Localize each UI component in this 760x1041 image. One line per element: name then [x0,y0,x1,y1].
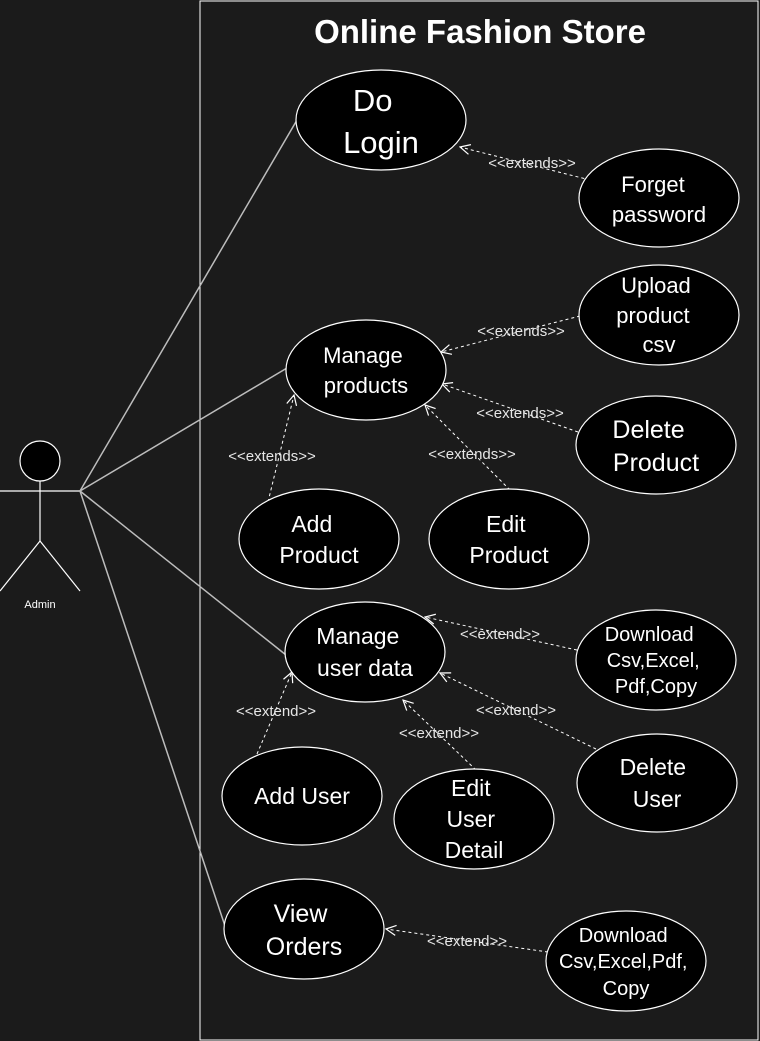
use-case-add-product[interactable] [238,488,400,590]
use-case-manage-products[interactable] [285,319,447,421]
use-case-add-user[interactable] [221,746,383,846]
use-case-view-orders[interactable] [223,878,385,980]
label-extends-add-product: <<extends>> [228,448,316,465]
use-case-edit-product[interactable] [428,488,590,590]
use-case-label-manage-products: Manage products [323,343,409,398]
use-case-label-view-orders: View Orders [266,900,342,961]
extend-arrow-add-user [256,672,292,755]
extend-arrow-add-product [267,395,294,503]
use-case-label-edit-user-detail: Edit User Detail [445,775,504,863]
label-extend-download-orders: <<extend>> [427,933,507,950]
label-extend-edit-user: <<extend>> [399,725,479,742]
association-view-orders [79,490,227,930]
extend-arrow-delete-product [442,384,579,433]
use-case-label-edit-product: Edit Product [469,511,549,568]
use-case-label-delete-product: Delete Product [612,416,699,477]
extend-arrow-download-user-data [425,617,578,651]
association-do-login [79,119,298,492]
actor-label: Admin [24,599,55,611]
use-case-download-user-data[interactable] [575,609,737,711]
label-extends-delete-product: <<extends>> [476,405,564,422]
label-extends-upload: <<extends>> [477,323,565,340]
use-case-label-download-orders: Download Csv,Excel,Pdf, Copy [559,925,693,1000]
use-case-label-upload-product-csv: Upload product csv [616,273,697,357]
use-case-manage-user-data[interactable] [284,601,446,703]
use-case-label-download-user-data: Download Csv,Excel, Pdf,Copy [605,624,706,698]
use-case-download-orders[interactable] [545,910,707,1012]
extend-arrow-delete-user [440,673,597,750]
label-extends-forget: <<extends>> [488,155,576,172]
extend-arrow-forget-password [460,147,591,181]
system-title: Online Fashion Store [314,13,646,50]
use-case-label-do-login: Do Login [343,83,419,160]
actor-right-leg [39,540,81,592]
association-manage-user-data [79,490,287,656]
use-case-upload-product-csv[interactable] [578,264,740,366]
extend-arrow-edit-user-detail [403,700,477,771]
use-case-label-forget-password: Forget password [612,172,706,227]
use-case-label-manage-user-data: Manage user data [316,623,413,681]
actor-left-leg [0,540,41,592]
use-case-delete-user[interactable] [576,733,738,833]
use-case-label-add-product: Add Product [279,511,359,568]
use-case-label-add-user: Add User [254,783,350,809]
use-case-do-login[interactable] [295,69,467,171]
association-manage-products [79,367,288,492]
actor-head [19,440,61,482]
label-extend-delete-user: <<extend>> [476,702,556,719]
actor-admin[interactable]: Admin [0,440,81,611]
use-case-edit-user-detail[interactable] [393,768,555,870]
use-case-delete-product[interactable] [575,395,737,495]
label-extend-download-user: <<extend>> [460,626,540,643]
use-case-label-delete-user: Delete User [620,754,693,812]
use-case-forget-password[interactable] [578,148,740,248]
label-extend-add-user: <<extend>> [236,703,316,720]
label-extends-edit-product: <<extends>> [428,446,516,463]
extend-arrow-edit-product [425,405,511,491]
